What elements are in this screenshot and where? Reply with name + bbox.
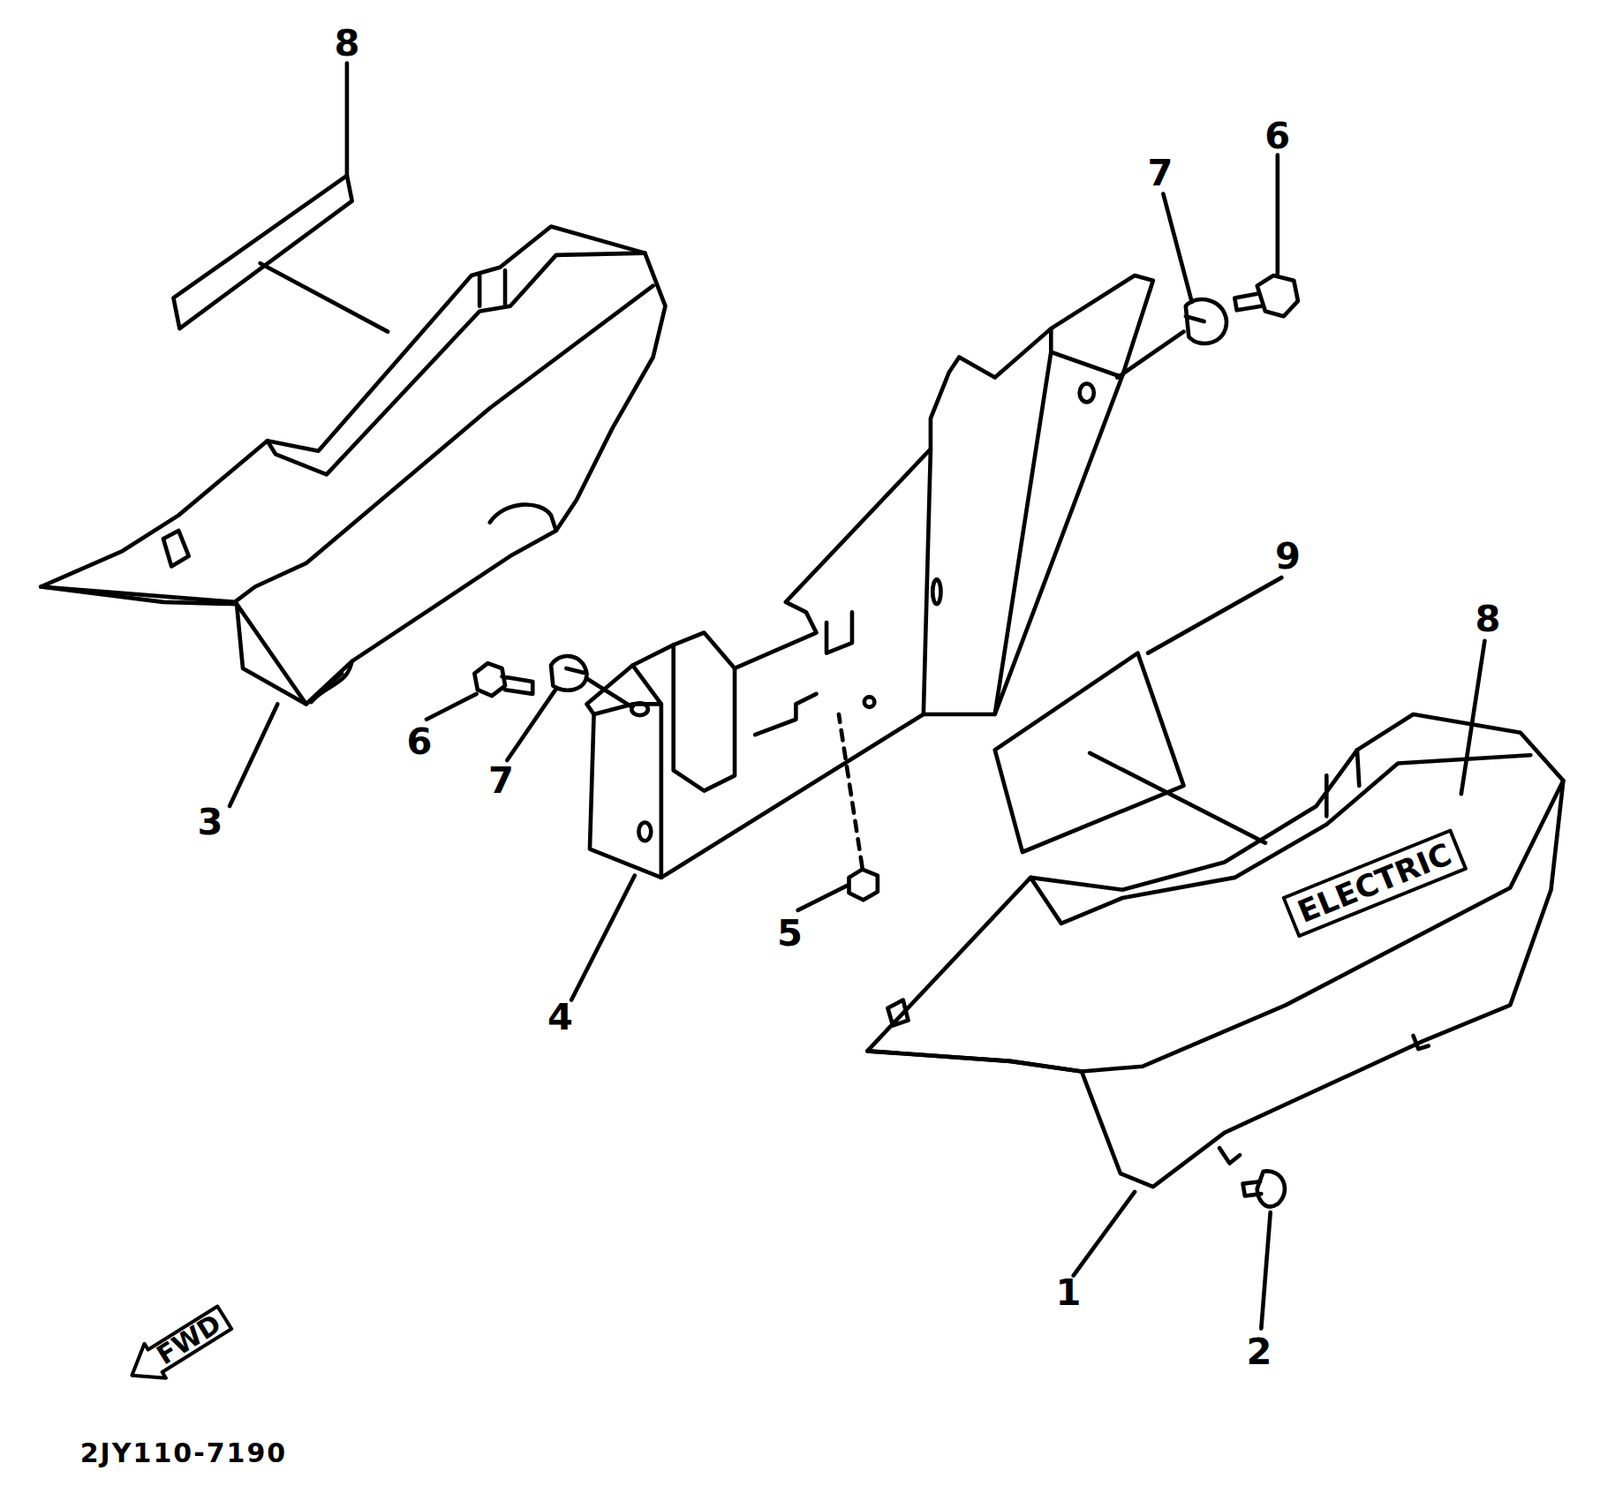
callout-number: 3 [197,804,224,842]
side-cover-right [867,714,1563,1187]
figure-code: 2JY110-7190 [80,1440,288,1467]
callout-number: 9 [1275,537,1301,575]
callout-number: 8 [1474,601,1501,639]
nut [848,869,877,901]
callout-number: 8 [333,24,360,62]
decal-strip [173,175,352,329]
bolt [1234,275,1299,317]
bolt [474,663,533,696]
grommet [1185,299,1227,344]
screw [1243,1170,1285,1207]
side-cover-left [40,226,665,705]
direction-label: FWD [152,1305,234,1370]
callout-number: 2 [1246,1333,1273,1371]
callout-number: 6 [406,723,432,761]
bracket [586,275,1153,878]
grommet [550,656,587,691]
callout-number: 5 [777,915,803,953]
callout-number: 7 [1147,155,1173,193]
callout-number: 1 [1055,1274,1081,1312]
callout-number: 6 [1264,117,1291,155]
callout-number: 7 [488,762,514,800]
callout-number: 4 [547,998,574,1036]
forward-arrow: FWD [119,1298,239,1396]
emblem-badge: ELECTRIC [1281,828,1468,939]
